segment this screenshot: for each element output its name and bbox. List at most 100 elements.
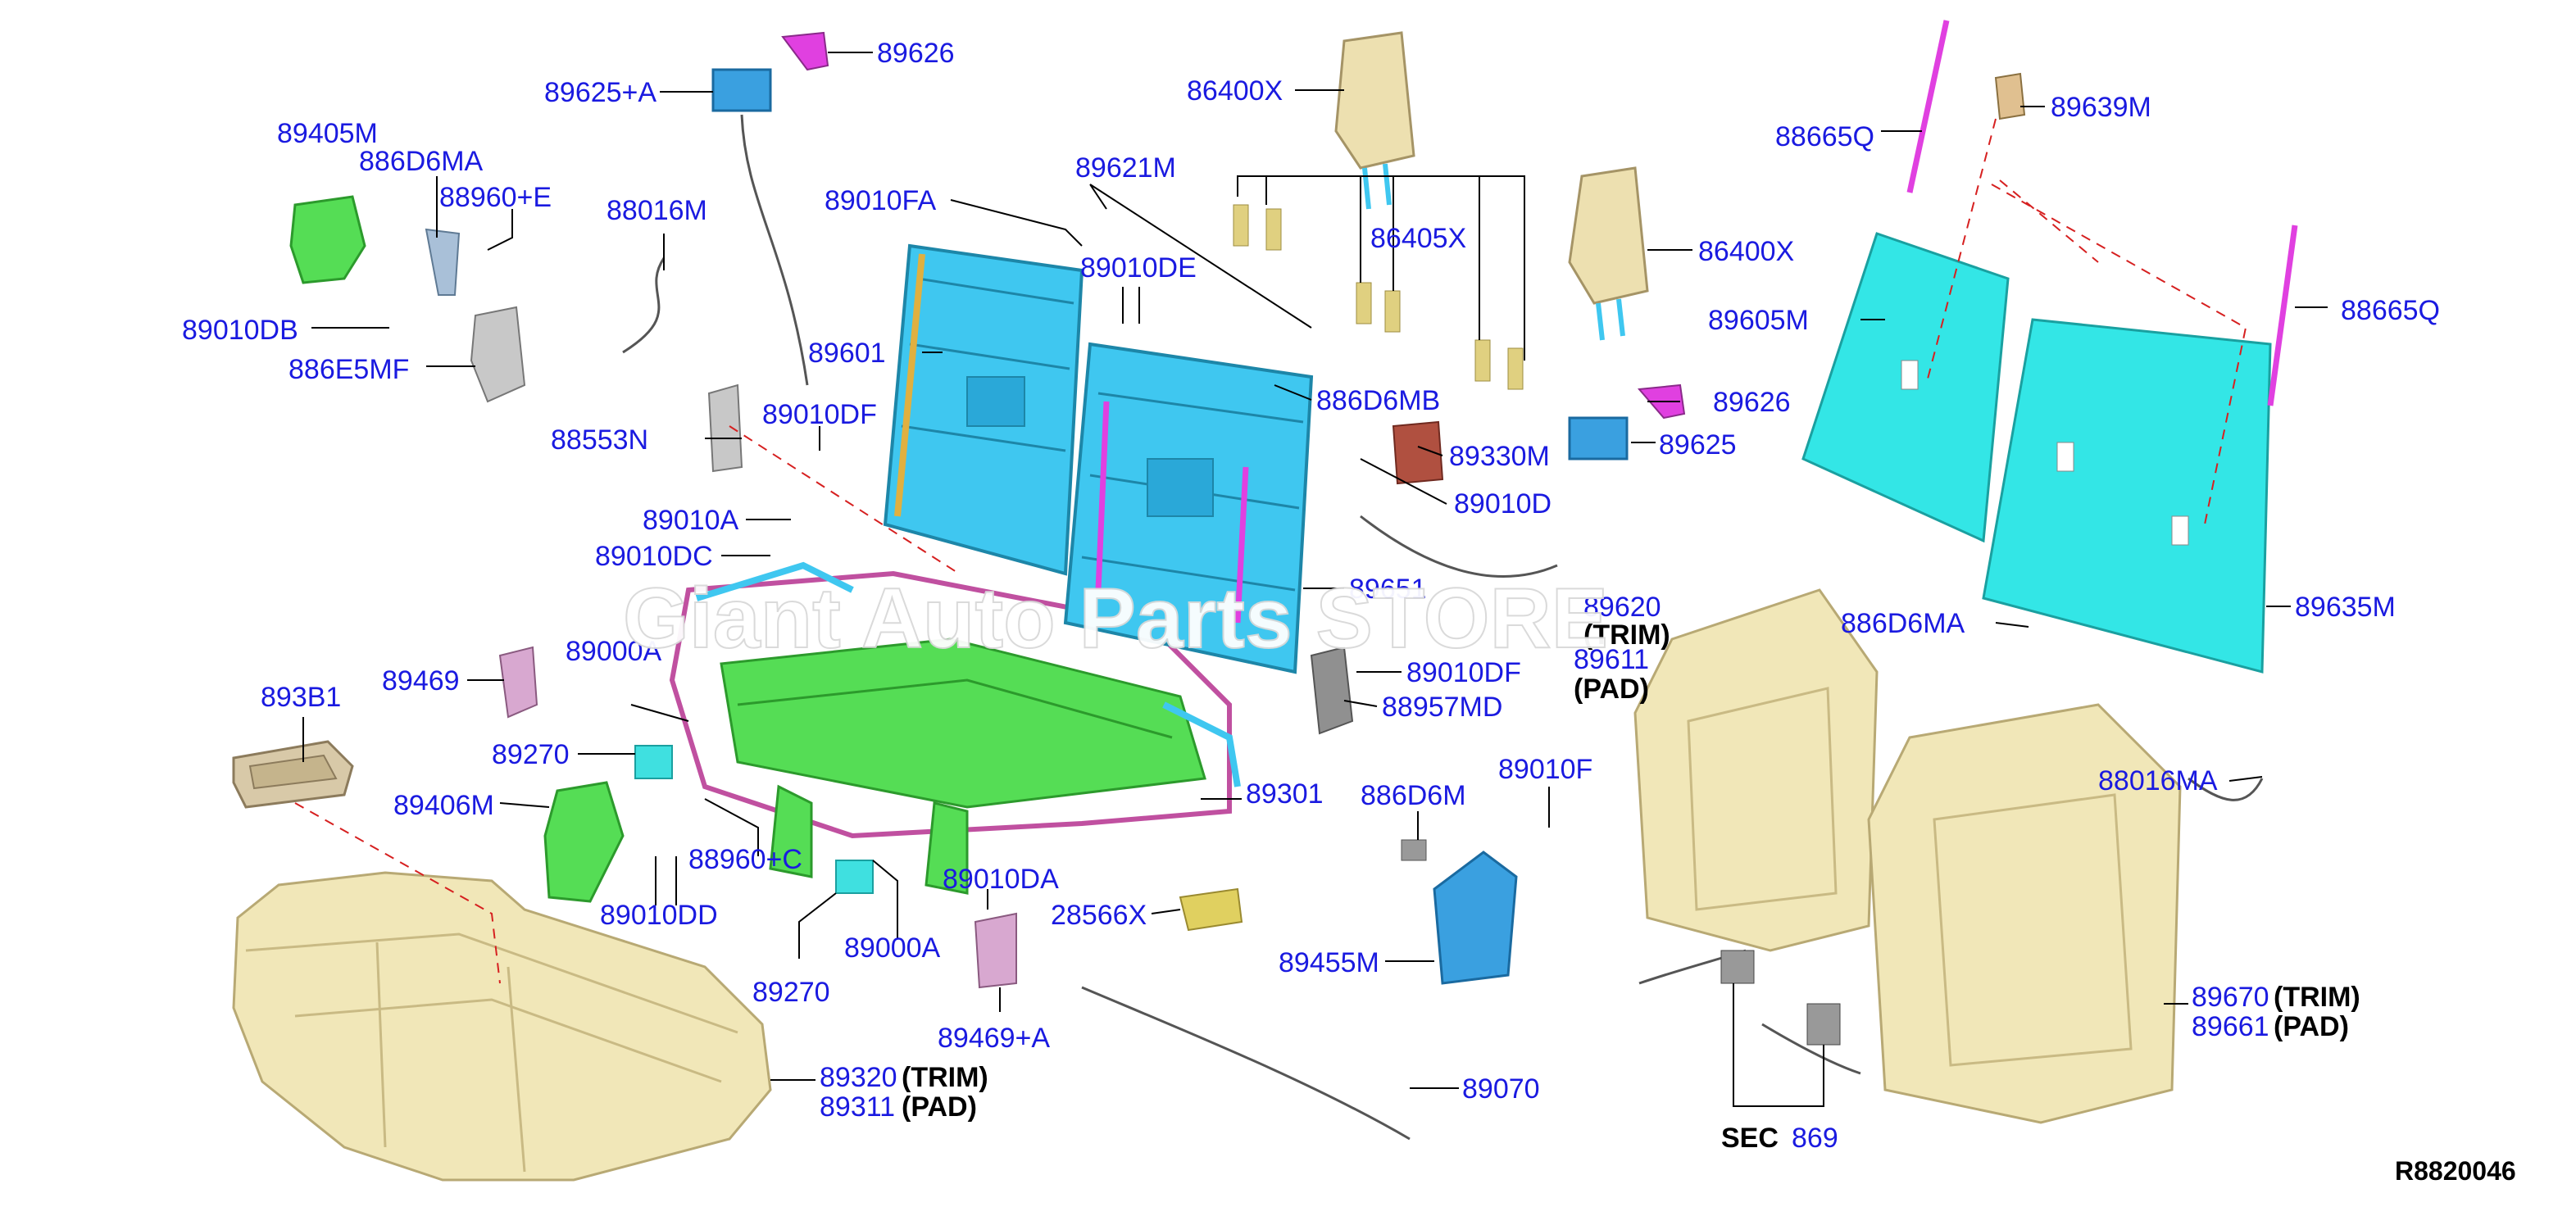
connector-sec869-b [1806,1003,1841,1046]
label-89670-trim: (TRIM) [2274,982,2360,1013]
label-88960e[interactable]: 88960+E [439,182,552,213]
label-886d6m[interactable]: 886D6M [1361,780,1466,811]
label-88665q-b[interactable]: 88665Q [2341,295,2440,326]
label-89670[interactable]: 89670 [2192,982,2269,1013]
label-89626-b[interactable]: 89626 [1713,387,1791,418]
label-86400x-a[interactable]: 86400X [1187,75,1283,107]
label-89330m[interactable]: 89330M [1449,441,1550,472]
spacer-89270-a [634,745,673,779]
label-89625a[interactable]: 89625+A [544,77,656,108]
latch-89639m [1994,72,2026,120]
label-86405x[interactable]: 86405X [1370,223,1466,254]
seat-back-frame-right [1063,342,1314,674]
label-89010dd[interactable]: 89010DD [600,900,718,931]
label-89406m[interactable]: 89406M [393,790,494,821]
label-89626-a[interactable]: 89626 [877,38,955,69]
cover-89455m [1433,851,1518,985]
label-886d6mb[interactable]: 886D6MB [1316,385,1440,416]
rear-seat-cushion-pad [232,871,772,1182]
label-89010df-b[interactable]: 89010DF [1406,657,1521,688]
label-89010da[interactable]: 89010DA [943,864,1059,895]
label-89301[interactable]: 89301 [1246,778,1324,810]
wire-89070 [1081,986,1411,1141]
label-89010d[interactable]: 89010D [1454,488,1552,520]
switch-89625 [1568,416,1629,461]
label-89455m[interactable]: 89455M [1279,947,1379,978]
seat-back-frame-left [883,243,1084,576]
label-89010de[interactable]: 89010DE [1080,252,1197,284]
label-89620[interactable]: 89620 [1583,592,1661,623]
label-89651[interactable]: 89651 [1349,574,1427,605]
label-89010fa[interactable]: 89010FA [825,185,936,216]
label-89605m[interactable]: 89605M [1708,305,1809,336]
wire-89010d [1360,515,1558,578]
wire-89625a [740,114,809,386]
spacer-89270-b [835,860,874,894]
label-89611-pad: (PAD) [1574,674,1649,705]
label-88960c[interactable]: 88960+C [688,844,802,875]
seatback-pad-right [1867,703,2182,1124]
label-88016m[interactable]: 88016M [607,195,707,226]
label-89000a[interactable]: 89000A [844,932,941,964]
label-89611[interactable]: 89611 [1574,644,1649,675]
armrest-tray [232,740,354,809]
headrest-86400x-right [1568,166,1649,341]
label-89625[interactable]: 89625 [1659,429,1737,461]
label-89635m[interactable]: 89635M [2295,592,2396,623]
label-88957md[interactable]: 88957MD [1382,692,1502,723]
rod-88665q-left [1906,20,1950,193]
pad-89330m [1392,420,1444,485]
label-89270-b[interactable]: 89270 [752,977,830,1008]
leader-lines [302,52,2328,1107]
label-89469a[interactable]: 89469+A [938,1023,1050,1054]
side-cover-89405m [289,195,366,284]
label-89270-a[interactable]: 89270 [492,739,570,770]
label-89010db[interactable]: 89010DB [182,315,298,346]
label-89070[interactable]: 89070 [1462,1073,1540,1105]
bracket-886d6ma [425,228,461,296]
label-893b1[interactable]: 893B1 [261,682,341,713]
label-88016ma[interactable]: 88016MA [2098,765,2218,796]
label-89661[interactable]: 89661 [2192,1011,2269,1042]
wire-88016m [622,257,666,354]
label-sec-869[interactable]: 869 [1792,1123,1838,1154]
connector-sec869-a [1720,950,1755,984]
label-89010df-a[interactable]: 89010DF [762,399,877,430]
label-89469[interactable]: 89469 [382,665,460,696]
module-28566x [1179,887,1243,932]
label-89639m[interactable]: 89639M [2051,92,2151,123]
watermark: Giant Auto Parts STORE [623,571,1608,666]
label-89000a-top[interactable]: 89000A [566,636,662,667]
seatback-panel-89605m [1801,232,2010,543]
part-labels[interactable]: 89626 89625+A 89405M 886D6MA 88960+E 880… [182,38,2440,1154]
rod-88665q-right [2267,225,2298,406]
reference-dashes [294,118,2247,984]
label-89311-pad: (PAD) [902,1091,977,1123]
label-89405m[interactable]: 89405M [277,118,378,149]
label-86400x-b[interactable]: 86400X [1698,236,1794,267]
label-886e5mf[interactable]: 886E5MF [288,354,409,385]
label-sec: SEC [1721,1123,1779,1154]
bracket-89469 [498,646,538,719]
label-89620-trim: (TRIM) [1583,619,1670,651]
label-89601[interactable]: 89601 [808,338,886,369]
label-89320[interactable]: 89320 [820,1062,897,1093]
label-88553n[interactable]: 88553N [551,424,648,456]
label-28566x[interactable]: 28566X [1051,900,1147,931]
label-88665q-a[interactable]: 88665Q [1775,121,1874,152]
headrest-86400x-left [1334,31,1415,210]
label-89311[interactable]: 89311 [820,1091,895,1123]
bracket-89626-left [781,31,829,71]
label-89621m[interactable]: 89621M [1075,152,1176,184]
label-89010f[interactable]: 89010F [1498,754,1592,785]
label-89010a[interactable]: 89010A [643,505,739,536]
label-886d6ma-right[interactable]: 886D6MA [1841,608,1965,639]
label-886d6ma[interactable]: 886D6MA [359,146,484,177]
label-89661-pad: (PAD) [2274,1011,2349,1042]
label-89010dc[interactable]: 89010DC [595,541,713,572]
plate-886e5mf [470,306,526,403]
headrest-guides [1233,204,1524,390]
bracket-88957md [1310,646,1354,735]
label-89320-trim: (TRIM) [902,1062,988,1093]
